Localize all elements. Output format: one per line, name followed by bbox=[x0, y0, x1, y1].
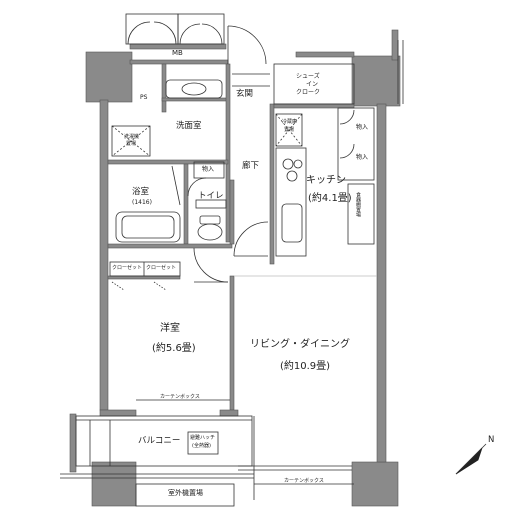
column-bottom-left bbox=[91, 461, 137, 507]
fridge-diag-b bbox=[275, 113, 303, 147]
closet-door-a bbox=[111, 281, 125, 291]
shoes-closet bbox=[273, 63, 355, 105]
wall-wash-top bbox=[161, 97, 229, 102]
toilet-bowl bbox=[197, 223, 223, 241]
wall-bottom-mid bbox=[219, 409, 239, 417]
wall-top-right bbox=[295, 51, 355, 58]
wall-ps bbox=[161, 63, 167, 113]
label-storage-wash: 物入 bbox=[202, 166, 215, 173]
wall-bottom-left bbox=[99, 409, 137, 417]
kitchen-sink bbox=[281, 203, 303, 243]
label-living-area: (約10.9畳) bbox=[280, 361, 331, 372]
label-shoes-2: イン bbox=[306, 81, 319, 88]
label-balcony: バルコニー bbox=[138, 436, 181, 446]
label-fridge-1: 冷蔵庫 bbox=[282, 119, 298, 125]
label-hallway: 廊下 bbox=[242, 161, 260, 171]
ac-unit-place bbox=[135, 483, 235, 507]
wall-right bbox=[376, 103, 387, 463]
wall-right-upper bbox=[391, 29, 399, 61]
toilet-counter bbox=[195, 199, 227, 209]
wall-left bbox=[99, 99, 109, 411]
north-arrow-line bbox=[455, 443, 487, 475]
wall-closet-bottom bbox=[107, 275, 181, 280]
wall-corridor-left bbox=[225, 63, 231, 243]
bathtub bbox=[115, 211, 181, 243]
washer-place bbox=[111, 125, 151, 157]
label-storage-kitchen-a: 物入 bbox=[356, 124, 369, 131]
burner-a bbox=[282, 158, 294, 170]
label-shoes-1: シューズ bbox=[296, 73, 320, 80]
sink bbox=[181, 82, 207, 96]
label-washroom: 洗面室 bbox=[176, 121, 202, 131]
wall-bath-right bbox=[183, 163, 189, 245]
label-ac-unit: 室外機置場 bbox=[168, 489, 203, 497]
wall-bath-bottom bbox=[107, 243, 233, 249]
living-door bbox=[233, 221, 269, 257]
kitchen-counter bbox=[275, 147, 307, 257]
hatch-box bbox=[187, 431, 219, 455]
bathtub-inner bbox=[121, 215, 175, 239]
label-storage-kitchen-b: 物入 bbox=[356, 154, 369, 161]
entrance-door bbox=[227, 25, 267, 65]
column-top-left bbox=[85, 51, 133, 103]
kitchen-storage-door-a bbox=[339, 109, 355, 125]
label-north: N bbox=[488, 435, 495, 445]
pantry-place bbox=[347, 183, 375, 245]
label-washer-1: 洗濯機 bbox=[124, 134, 140, 140]
label-hatch-2: (全熱器) bbox=[192, 443, 211, 449]
wall-mb bbox=[129, 59, 229, 65]
balcony-area bbox=[75, 415, 253, 467]
label-toilet: トイレ bbox=[198, 191, 224, 201]
label-shoes-3: クローク bbox=[296, 89, 321, 96]
storage-wash bbox=[193, 161, 225, 179]
label-pantry: 食器棚置場 bbox=[355, 192, 361, 217]
label-closet-a: クローゼット bbox=[112, 265, 143, 271]
burner-c bbox=[286, 170, 298, 182]
wall-balcony-left bbox=[69, 413, 77, 473]
closet-door-b bbox=[153, 281, 167, 291]
western-door bbox=[193, 247, 229, 283]
label-western-area: (約5.6畳) bbox=[152, 343, 196, 354]
label-kitchen: キッチン bbox=[306, 175, 346, 186]
label-entrance: 玄関 bbox=[236, 89, 254, 99]
wall-toilet-right bbox=[229, 179, 235, 245]
burner-b bbox=[293, 159, 303, 169]
toilet-tank bbox=[199, 215, 221, 225]
label-fridge-2: 置場 bbox=[284, 127, 295, 133]
label-curtain-box-b: カーテンボックス bbox=[284, 478, 324, 484]
label-bath-size: (1416) bbox=[132, 199, 152, 206]
label-washer-2: 置場 bbox=[126, 141, 137, 147]
door-swing-top-left-b bbox=[153, 21, 177, 45]
kitchen-storage bbox=[337, 107, 375, 181]
fridge-place bbox=[275, 113, 303, 147]
label-western-room: 洋室 bbox=[160, 323, 180, 334]
wall-kitchen-top bbox=[273, 103, 355, 109]
door-swing-top-right bbox=[179, 23, 201, 45]
wall-wash-bottom bbox=[107, 159, 229, 165]
closet-area bbox=[109, 261, 181, 277]
washer-diag-b bbox=[111, 125, 151, 157]
label-living: リビング・ダイニング bbox=[250, 339, 350, 350]
column-bottom-right bbox=[351, 461, 399, 507]
bath-shower bbox=[171, 165, 181, 206]
label-hatch-1: 避難ハッチ bbox=[190, 435, 216, 441]
wall-corridor-right bbox=[269, 103, 275, 265]
label-kitchen-area: (約4.1畳) bbox=[308, 193, 352, 204]
kitchen-storage-door-b bbox=[339, 143, 355, 159]
label-curtain-box-a: カーテンボックス bbox=[160, 394, 200, 400]
wall-room-divider bbox=[229, 275, 235, 411]
label-ps: PS bbox=[140, 94, 148, 101]
label-mb: MB bbox=[172, 49, 183, 57]
label-closet-b: クローゼット bbox=[146, 265, 177, 271]
door-top-right bbox=[177, 13, 225, 45]
label-bath: 浴室 bbox=[132, 187, 150, 197]
door-swing-top-right-b bbox=[201, 23, 223, 45]
washbasin bbox=[165, 79, 223, 99]
column-top-right bbox=[351, 55, 401, 107]
toilet-door bbox=[187, 177, 207, 197]
door-swing-top-left bbox=[127, 21, 151, 45]
